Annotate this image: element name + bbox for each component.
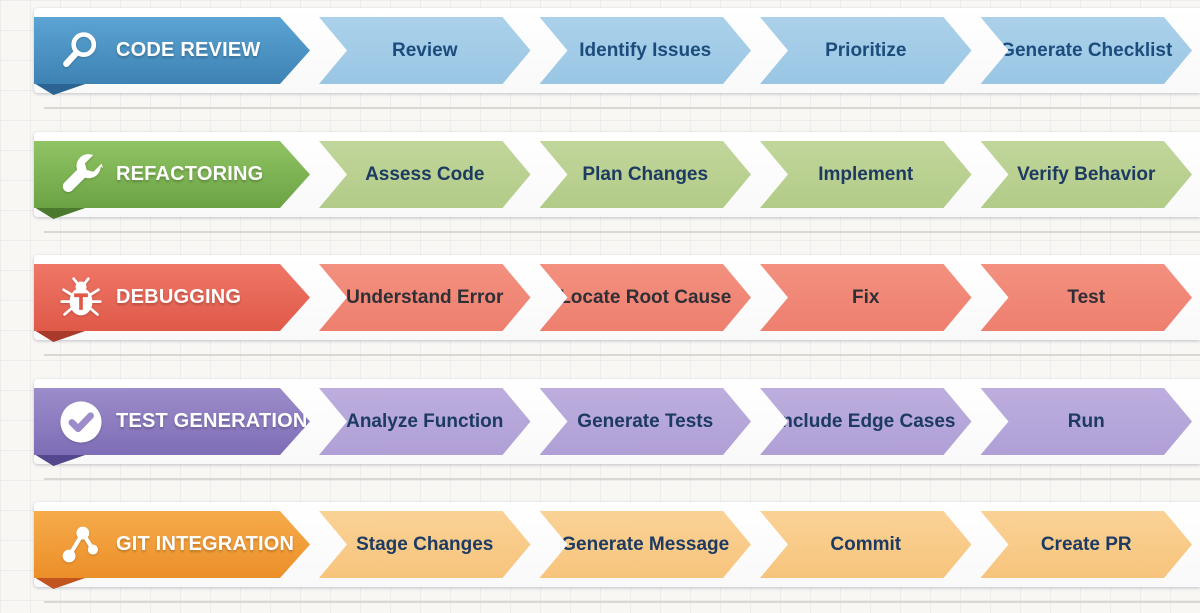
magnifier-search-icon [58,28,104,74]
row-header: GIT INTEGRATION [34,511,310,578]
row-band: GIT INTEGRATION Stage Changes Generate M… [34,511,1192,578]
row-steps: Stage Changes Generate Message Commit Cr… [319,511,1192,578]
workflow-step: Generate Checklist [981,17,1193,84]
step-label: Stage Changes [356,533,494,555]
workflow-step: Understand Error [319,264,531,331]
row-header-label: REFACTORING [116,163,264,185]
workflow-row-test-generation: TEST GENERATION Analyze Function Generat… [0,379,1200,482]
step-label: Test [1067,286,1106,308]
row-separator [44,601,1200,603]
workflow-step: Locate Root Cause [540,264,752,331]
row-header-label: TEST GENERATION [116,410,308,432]
workflow-step: Generate Tests [540,388,752,455]
wrench-icon [58,152,104,198]
row-separator [44,354,1200,356]
workflow-step: Prioritize [760,17,972,84]
row-header: DEBUGGING [34,264,310,331]
row-steps: Analyze Function Generate Tests Include … [319,388,1192,455]
workflow-step: Plan Changes [540,141,752,208]
workflow-step: Generate Message [540,511,752,578]
workflow-step: Fix [760,264,972,331]
step-label: Implement [818,163,914,185]
step-label: Plan Changes [582,163,709,185]
check-circle-icon [58,399,104,445]
row-band: DEBUGGING Understand Error Locate Root C… [34,264,1192,331]
step-label: Include Edge Cases [775,410,956,432]
workflow-step: Analyze Function [319,388,531,455]
workflow-row-debugging: DEBUGGING Understand Error Locate Root C… [0,255,1200,358]
row-band: REFACTORING Assess Code Plan Changes Imp… [34,141,1192,208]
row-header: REFACTORING [34,141,310,208]
step-label: Commit [830,533,902,555]
step-label: Fix [852,286,880,308]
row-steps: Understand Error Locate Root Cause Fix T… [319,264,1192,331]
workflow-step: Review [319,17,531,84]
row-steps: Assess Code Plan Changes Implement Verif… [319,141,1192,208]
workflow-step: Stage Changes [319,511,531,578]
workflow-step: Identify Issues [540,17,752,84]
step-label: Run [1067,410,1105,432]
workflow-row-git-integration: GIT INTEGRATION Stage Changes Generate M… [0,502,1200,605]
row-header-label: CODE REVIEW [116,39,261,61]
step-label: Generate Checklist [1000,39,1173,61]
row-separator [44,107,1200,109]
bug-icon [58,275,104,321]
workflow-step: Include Edge Cases [760,388,972,455]
row-band: CODE REVIEW Review Identify Issues Prior… [34,17,1192,84]
workflow-step: Commit [760,511,972,578]
workflow-step: Verify Behavior [981,141,1193,208]
row-steps: Review Identify Issues Prioritize Genera… [319,17,1192,84]
step-label: Assess Code [365,163,485,185]
step-label: Understand Error [346,286,504,308]
row-header: TEST GENERATION [34,388,310,455]
step-label: Identify Issues [579,39,712,61]
workflow-step: Test [981,264,1193,331]
workflow-step: Create PR [981,511,1193,578]
workflow-row-code-review: CODE REVIEW Review Identify Issues Prior… [0,8,1200,111]
step-label: Generate Tests [577,410,714,432]
step-label: Prioritize [825,39,907,61]
step-label: Locate Root Cause [559,286,732,308]
workflow-row-refactoring: REFACTORING Assess Code Plan Changes Imp… [0,132,1200,235]
row-separator [44,478,1200,480]
row-band: TEST GENERATION Analyze Function Generat… [34,388,1192,455]
git-branch-icon [58,522,104,568]
row-separator [44,231,1200,233]
step-label: Create PR [1040,533,1132,555]
step-label: Verify Behavior [1017,163,1156,185]
step-label: Review [392,39,458,61]
step-label: Generate Message [561,533,730,555]
row-header-label: DEBUGGING [116,286,242,308]
step-label: Analyze Function [346,410,504,432]
workflow-step: Implement [760,141,972,208]
row-header-label: GIT INTEGRATION [116,533,295,555]
row-header: CODE REVIEW [34,17,310,84]
workflow-step: Run [981,388,1193,455]
workflow-step: Assess Code [319,141,531,208]
